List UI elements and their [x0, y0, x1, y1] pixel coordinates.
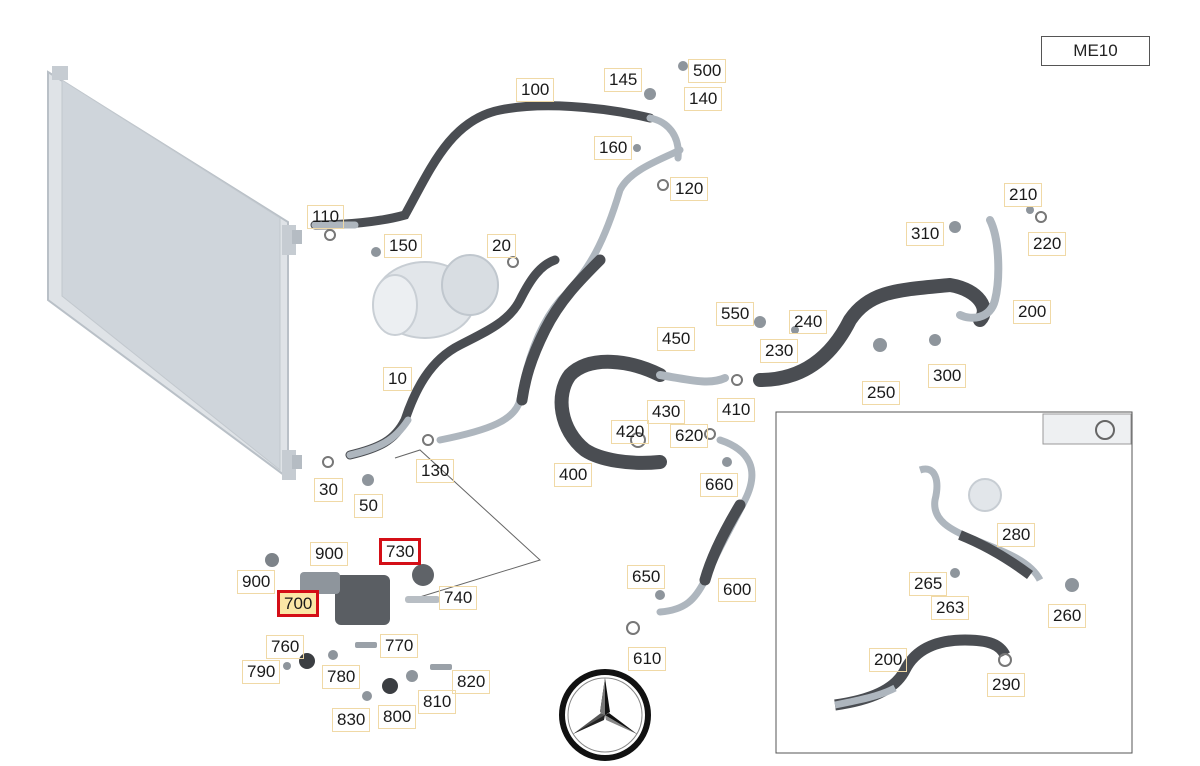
part-label-200-inset[interactable]: 200 [869, 648, 908, 672]
pipe-600 [656, 436, 756, 616]
part-label-230[interactable]: 230 [760, 339, 799, 363]
diagram-code: ME10 [1041, 36, 1150, 66]
part-label-650[interactable]: 650 [627, 565, 666, 589]
part-label-900-nut[interactable]: 900 [237, 570, 276, 594]
part-label-660[interactable]: 660 [700, 473, 739, 497]
part-label-120[interactable]: 120 [670, 177, 709, 201]
part-label-310[interactable]: 310 [906, 222, 945, 246]
part-label-400[interactable]: 400 [554, 463, 593, 487]
part-label-263[interactable]: 263 [931, 596, 970, 620]
part-label-620[interactable]: 620 [670, 424, 709, 448]
pipe-130 [436, 146, 684, 444]
part-label-300[interactable]: 300 [928, 364, 967, 388]
part-label-160[interactable]: 160 [594, 136, 633, 160]
hose-200 [753, 216, 1003, 387]
part-label-800[interactable]: 800 [378, 705, 417, 729]
part-label-780[interactable]: 780 [322, 665, 361, 689]
part-label-100[interactable]: 100 [516, 78, 555, 102]
inset-panel [775, 411, 1133, 754]
part-label-430[interactable]: 430 [647, 400, 686, 424]
part-label-700-highlighted[interactable]: 700 [277, 590, 320, 617]
part-label-260[interactable]: 260 [1048, 604, 1087, 628]
part-label-10[interactable]: 10 [383, 367, 412, 391]
mercedes-star-logo [559, 669, 651, 761]
part-label-140[interactable]: 140 [684, 87, 723, 111]
part-label-830[interactable]: 830 [332, 708, 371, 732]
part-label-265[interactable]: 265 [909, 572, 948, 596]
pipe-10 [345, 255, 560, 460]
part-label-740[interactable]: 740 [439, 586, 478, 610]
hose-400 [554, 354, 729, 470]
part-label-210[interactable]: 210 [1004, 183, 1043, 207]
part-label-130[interactable]: 130 [416, 459, 455, 483]
part-label-200-main[interactable]: 200 [1013, 300, 1052, 324]
part-label-20[interactable]: 20 [487, 234, 516, 258]
part-label-900-bolt[interactable]: 900 [310, 542, 349, 566]
part-label-500[interactable]: 500 [688, 59, 727, 83]
part-label-30[interactable]: 30 [314, 478, 343, 502]
part-label-220[interactable]: 220 [1028, 232, 1067, 256]
part-label-145[interactable]: 145 [604, 68, 643, 92]
part-label-290[interactable]: 290 [987, 673, 1026, 697]
condenser [47, 66, 302, 480]
leader-lines [394, 449, 541, 601]
part-label-810[interactable]: 810 [418, 690, 457, 714]
part-label-760[interactable]: 760 [266, 635, 305, 659]
part-label-410[interactable]: 410 [717, 398, 756, 422]
part-label-790[interactable]: 790 [242, 660, 281, 684]
part-label-250[interactable]: 250 [862, 381, 901, 405]
part-label-450[interactable]: 450 [657, 327, 696, 351]
part-label-610[interactable]: 610 [628, 647, 667, 671]
part-label-150[interactable]: 150 [384, 234, 423, 258]
part-label-110[interactable]: 110 [307, 205, 345, 229]
part-label-770[interactable]: 770 [380, 634, 419, 658]
part-label-420[interactable]: 420 [611, 420, 650, 444]
compressor [372, 254, 499, 339]
part-label-280[interactable]: 280 [997, 523, 1036, 547]
part-label-550[interactable]: 550 [716, 302, 755, 326]
pipe-100 [310, 101, 682, 230]
part-label-730-highlighted[interactable]: 730 [379, 538, 422, 565]
part-label-820[interactable]: 820 [452, 670, 491, 694]
part-label-600[interactable]: 600 [718, 578, 757, 602]
part-label-240[interactable]: 240 [789, 310, 828, 334]
part-label-50[interactable]: 50 [354, 494, 383, 518]
compressor-assembly [265, 553, 452, 701]
